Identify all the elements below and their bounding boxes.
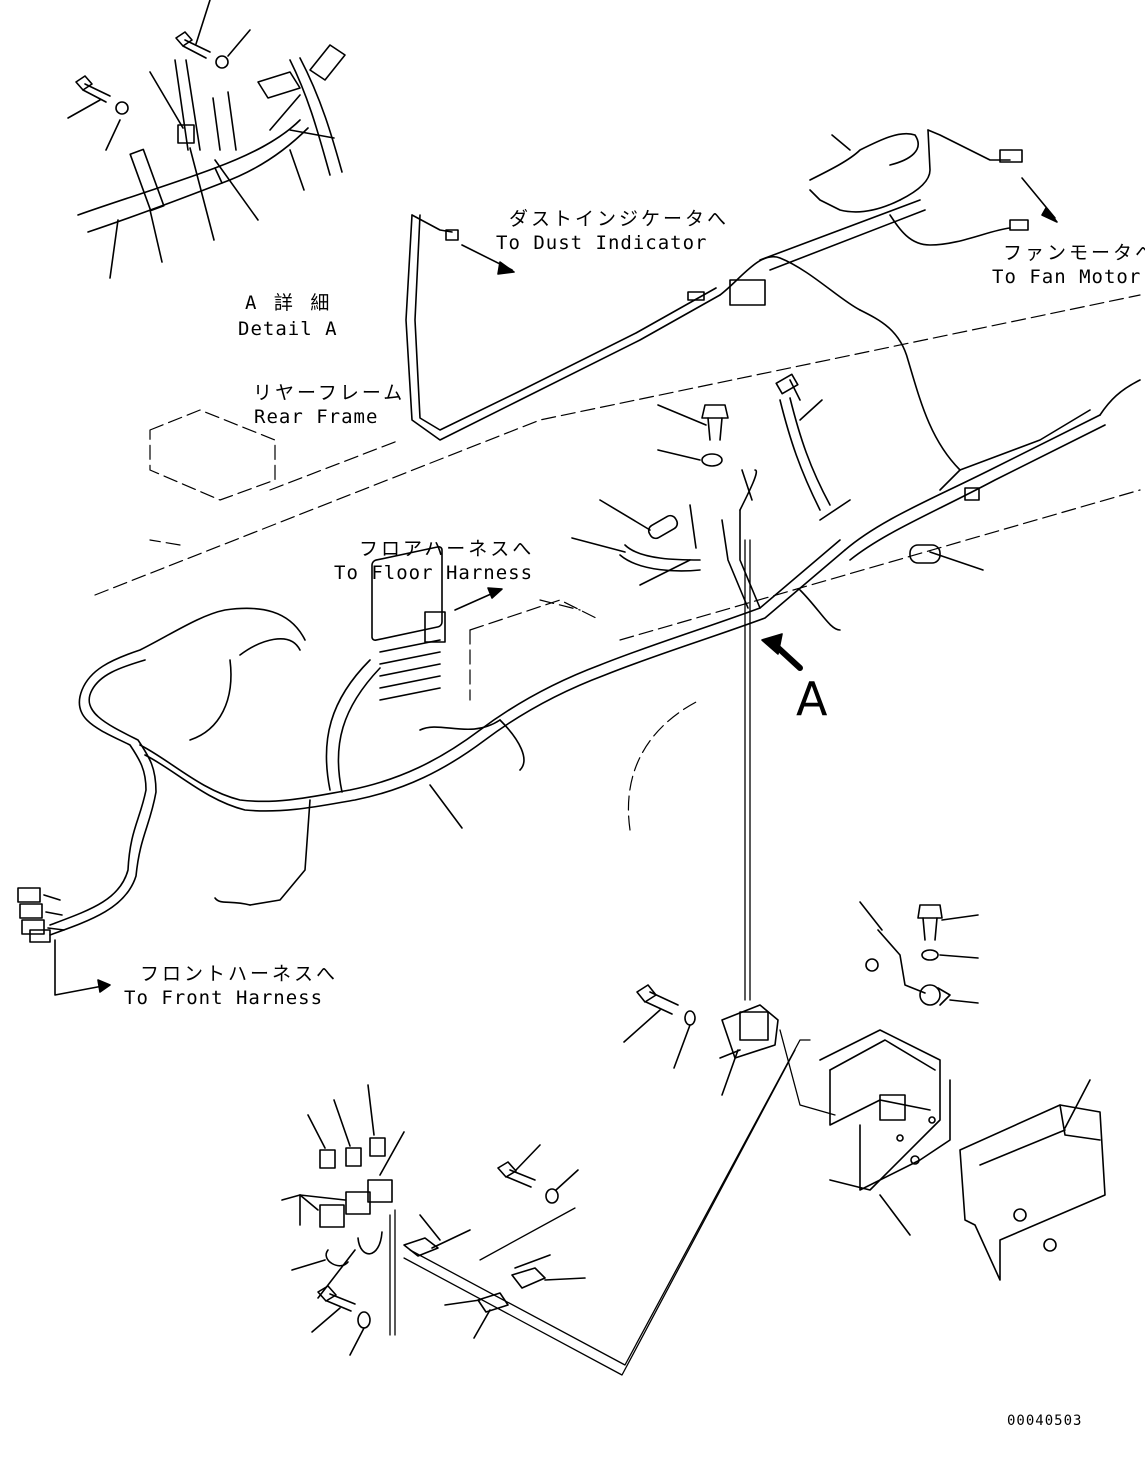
dust-indicator-branch [406,215,960,470]
dust-indicator-label-en: To Dust Indicator [496,232,708,254]
bolt-icon [702,405,728,440]
bolt-icon [498,1162,535,1187]
washer-icon [116,102,128,114]
floor-harness-label-en: To Floor Harness [334,562,534,584]
fan-motor-label-en: To Fan Motor [992,266,1142,288]
rear-frame-outline [95,295,1140,830]
front-harness-label-jp: フロントハーネスへ [140,963,339,985]
front-connector-cluster [18,888,64,942]
bolt-icon [637,985,678,1014]
rear-right-run [910,410,1090,563]
main-harness [50,374,1140,935]
drawing-number: 00040503 [1007,1413,1083,1429]
bolt-icon [318,1286,355,1311]
dust-indicator-label-jp: ダストインジケータへ [509,208,730,230]
sensor-plug-icon [910,545,940,563]
rear-frame-label-en: Rear Frame [254,406,379,428]
detail-a-label-jp: A 詳 細 [245,292,333,314]
front-harness-arrow [55,940,110,995]
view-arrow-a [762,634,800,668]
relay-bracket-assembly [820,1030,950,1235]
relay-small-parts [282,1085,404,1298]
rear-frame-label-jp: リヤーフレーム [253,382,406,404]
relay-cover [960,1080,1105,1280]
dust-indicator-arrow [462,245,514,274]
clip-icon [404,1215,585,1338]
bolt-icon [76,76,110,102]
washer-icon [216,56,228,68]
connector-plug-icon [647,513,680,540]
front-harness-label-en: To Front Harness [124,987,324,1009]
detail-a-label-en: Detail A [238,318,338,340]
washer-icon [546,1189,558,1203]
fan-motor-branch [760,130,1028,270]
clamp-icon [178,125,194,143]
floor-connector-cluster [372,546,445,700]
fan-motor-label-jp: ファンモータへ [1003,242,1145,264]
fan-motor-arrow [1022,178,1057,222]
bolt-icon [918,905,942,940]
floor-harness-label-jp: フロアハーネスへ [359,538,535,560]
floor-harness-arrow [455,588,502,610]
bolt-icon [176,32,210,58]
sensor-icon [920,985,950,1005]
washer-icon [358,1312,370,1328]
washer-icon [702,454,722,466]
relay-switch-icon [720,1005,778,1095]
view-marker-a: A [796,672,828,726]
detail-a-inset [68,0,345,278]
washer-icon [922,950,938,960]
washer-icon [685,1011,695,1025]
